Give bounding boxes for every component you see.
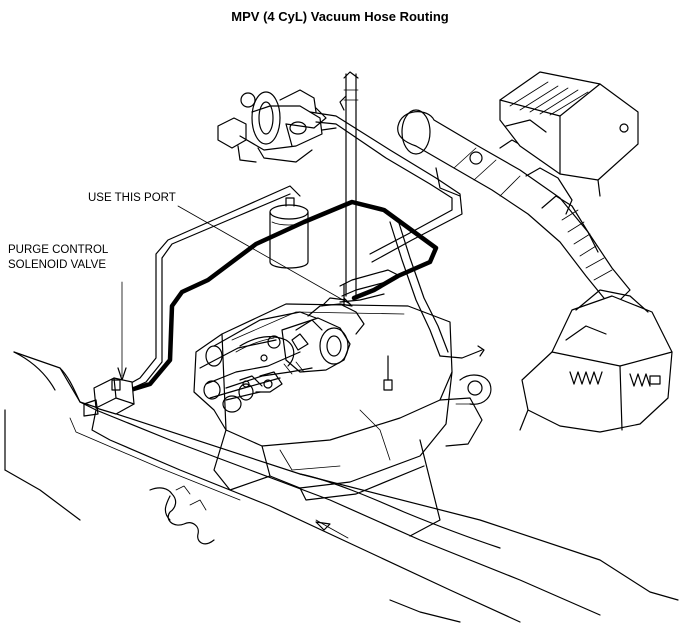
solenoid-valve-label: SOLENOID VALVE xyxy=(8,259,106,271)
vehicle-body xyxy=(4,351,679,623)
vacuum-tube-vertical xyxy=(339,71,359,297)
egr-valve xyxy=(217,89,337,163)
air-cleaner-top xyxy=(499,71,639,197)
air-cleaner-bottom xyxy=(519,289,673,433)
canister xyxy=(269,197,309,269)
vacuum-hoses xyxy=(121,111,485,391)
intake-manifold xyxy=(199,297,365,413)
use-this-port-label: USE THIS PORT xyxy=(88,192,176,204)
purge-solenoid xyxy=(83,377,135,417)
leader-lines xyxy=(117,205,353,381)
highlighted-hose-route xyxy=(121,199,439,395)
engine-block xyxy=(193,303,492,537)
page-title: MPV (4 CyL) Vacuum Hose Routing xyxy=(231,9,449,24)
purge-control-label: PURGE CONTROL xyxy=(8,244,109,256)
